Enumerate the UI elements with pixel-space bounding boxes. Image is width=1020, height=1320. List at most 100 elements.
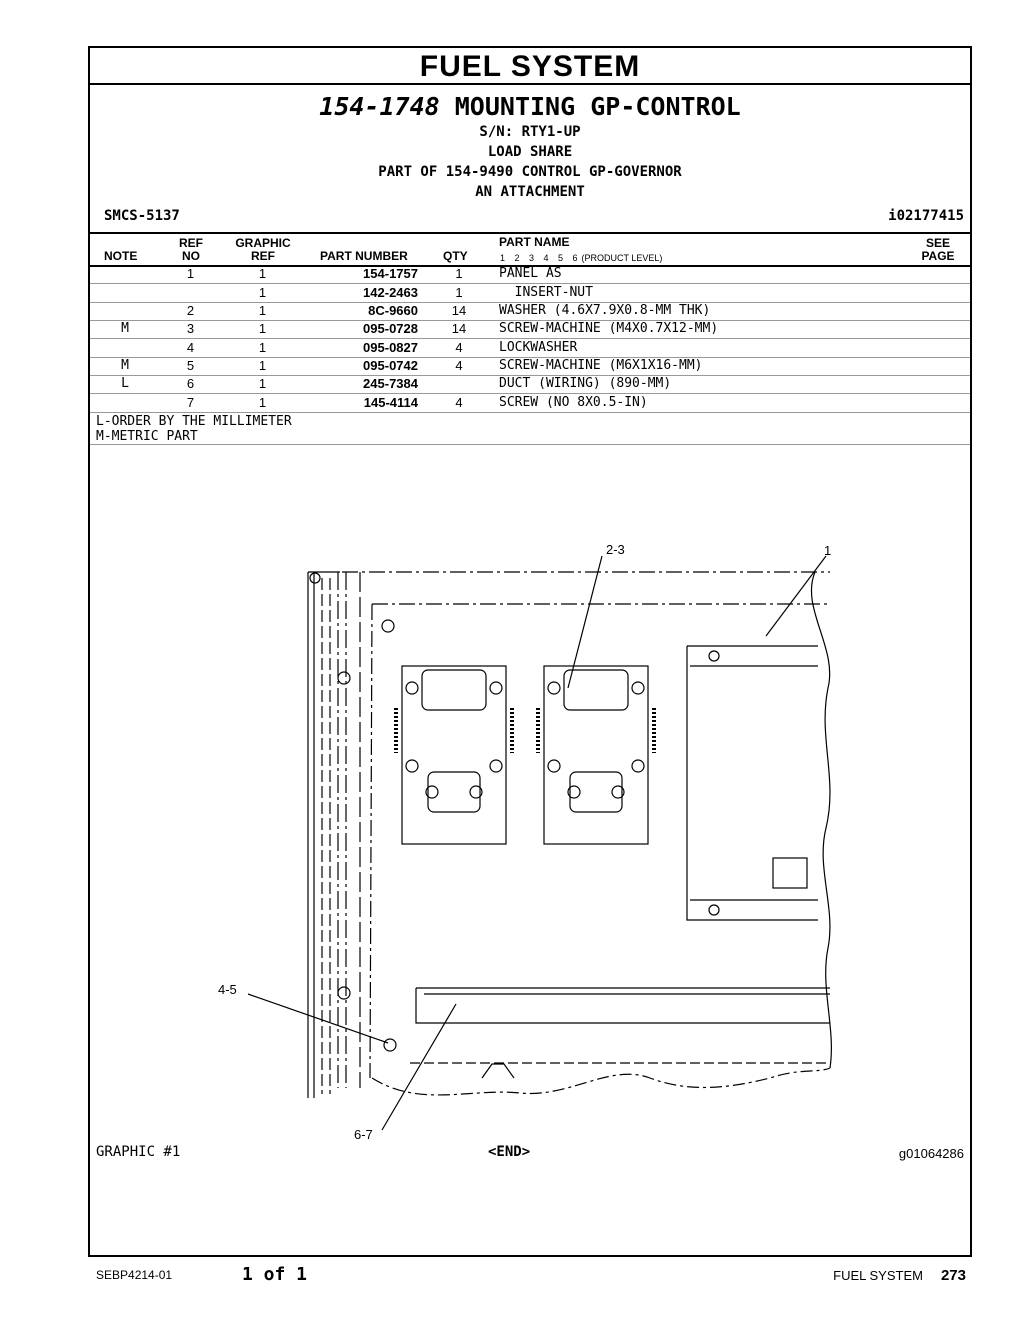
row-qty: 14 (451, 303, 467, 318)
row-rule (90, 302, 970, 303)
panel-break-line-right (810, 571, 832, 1069)
end-marker: <END> (488, 1144, 531, 1160)
row-part-number: 095-0728 (363, 321, 418, 336)
col-ref-no-line2: NO (182, 249, 200, 263)
callout-1: 1 (824, 543, 831, 558)
row-graphic-ref: 1 (258, 303, 267, 318)
row-part-name: SCREW (NO 8X0.5-IN) (499, 395, 648, 410)
attachment-line: AN ATTACHMENT (475, 184, 585, 200)
footer-page-number: 273 (940, 1267, 966, 1284)
module-1-screw (425, 785, 439, 799)
table-row: 4 1 095-0827 4 LOCKWASHER (90, 339, 970, 357)
module-2-screw (567, 785, 581, 799)
duct-clip (481, 1063, 515, 1079)
col-see-page-line2: PAGE (921, 249, 955, 263)
screw-mid-left (337, 671, 351, 685)
row-part-name: PANEL AS (499, 266, 562, 281)
row-part-name: LOCKWASHER (499, 340, 578, 355)
panel-break-line-bottom (371, 1067, 831, 1096)
module-1-screw (489, 759, 503, 773)
row-part-name: WASHER (4.6X7.9X0.8-MM THK) (499, 303, 711, 318)
module-1-screw (469, 785, 483, 799)
row-graphic-ref: 1 (258, 358, 267, 373)
screw-top-left (381, 619, 395, 633)
row-note: L (121, 376, 129, 391)
col-ref-no-line1: REF (179, 236, 203, 250)
table-notes: L-ORDER BY THE MILLIMETER M-METRIC PART (96, 414, 292, 444)
control-module-1 (401, 665, 507, 845)
table-top-rule (90, 232, 970, 234)
module-2-screw (631, 759, 645, 773)
row-rule (90, 283, 970, 284)
group-title: 154-1748 MOUNTING GP-CONTROL (90, 92, 970, 122)
row-rule (90, 357, 970, 358)
row-part-number: 095-0827 (363, 340, 418, 355)
callout-4-5: 4-5 (218, 982, 237, 997)
row-part-number: 154-1757 (363, 266, 418, 281)
table-row: L 6 1 245-7384 DUCT (WIRING) (890-MM) (90, 375, 970, 393)
row-part-name: SCREW-MACHINE (M6X1X16-MM) (499, 358, 703, 373)
table-row: 2 1 8C-9660 14 WASHER (4.6X7.9X0.8-MM TH… (90, 302, 970, 320)
note-order-by-mm: L-ORDER BY THE MILLIMETER (96, 414, 292, 429)
row-ref: 7 (186, 395, 195, 410)
group-name: MOUNTING GP-CONTROL (454, 92, 741, 121)
row-graphic-ref: 1 (258, 285, 267, 300)
wiring-duct (415, 987, 830, 1024)
row-qty: 4 (455, 395, 463, 410)
row-note: M (121, 358, 129, 373)
control-module-2 (543, 665, 649, 845)
module-1-top-block (421, 669, 487, 711)
product-levels: 1 2 3 4 5 6(PRODUCT LEVEL) (500, 253, 662, 263)
col-graphic-ref-line1: GRAPHIC (235, 236, 291, 250)
panel-rail-channel (337, 572, 347, 1088)
row-qty: 14 (451, 321, 467, 336)
row-ref: 1 (186, 266, 195, 281)
row-rule (90, 375, 970, 376)
terminal-block (772, 857, 808, 889)
product-level-numbers: 1 2 3 4 5 6 (500, 253, 578, 263)
footer-document-number: SEBP4214-01 (96, 1268, 173, 1282)
row-graphic-ref: 1 (258, 395, 267, 410)
col-graphic-ref: GRAPHIC REF (230, 237, 296, 263)
callout-6-7: 6-7 (354, 1127, 373, 1142)
note-metric-part: M-METRIC PART (96, 429, 198, 444)
screw-bottom-left (383, 1038, 397, 1052)
application-line: LOAD SHARE (487, 144, 573, 160)
panel-outline (342, 571, 830, 1079)
part-of-line: PART OF 154-9490 CONTROL GP-GOVERNOR (378, 164, 682, 180)
row-qty: 4 (455, 358, 463, 373)
table-row: M 3 1 095-0728 14 SCREW-MACHINE (M4X0.7X… (90, 320, 970, 338)
row-graphic-ref: 1 (258, 266, 267, 281)
row-part-number: 245-7384 (363, 376, 418, 391)
row-part-number: 142-2463 (363, 285, 418, 300)
row-rule (90, 412, 970, 413)
module-1-screw (489, 681, 503, 695)
col-part-number: PART NUMBER (320, 249, 408, 263)
smcs-code: SMCS-5137 (104, 208, 180, 224)
module-2-top-block (563, 669, 629, 711)
leader-line-6-7 (381, 1003, 457, 1131)
row-part-number: 8C-9660 (368, 303, 418, 318)
footer-page-of: 1 of 1 (242, 1264, 308, 1285)
graphic-label: GRAPHIC #1 (96, 1144, 181, 1160)
row-graphic-ref: 1 (258, 376, 267, 391)
electronic-box (686, 645, 818, 921)
notes-rule (90, 444, 970, 445)
table-row: 7 1 145-4114 4 SCREW (NO 8X0.5-IN) (90, 394, 970, 412)
leader-line-4-5 (247, 993, 389, 1044)
row-graphic-ref: 1 (258, 321, 267, 336)
group-part-number: 154-1748 (319, 92, 440, 121)
table-row: 1 142-2463 1 INSERT-NUT (90, 284, 970, 302)
parts-illustration: 2-3 1 4-5 6-7 (218, 542, 832, 1142)
row-rule (90, 393, 970, 394)
row-part-number: 145-4114 (363, 395, 418, 410)
module-2-terminal-strip (536, 708, 656, 753)
module-2-bottom-block (569, 771, 623, 813)
row-ref: 4 (186, 340, 195, 355)
col-see-page: SEE PAGE (916, 237, 960, 263)
col-see-page-line1: SEE (925, 236, 950, 250)
row-qty: 1 (455, 285, 463, 300)
table-row: 1 1 154-1757 1 PANEL AS (90, 265, 970, 283)
row-rule (90, 338, 970, 339)
